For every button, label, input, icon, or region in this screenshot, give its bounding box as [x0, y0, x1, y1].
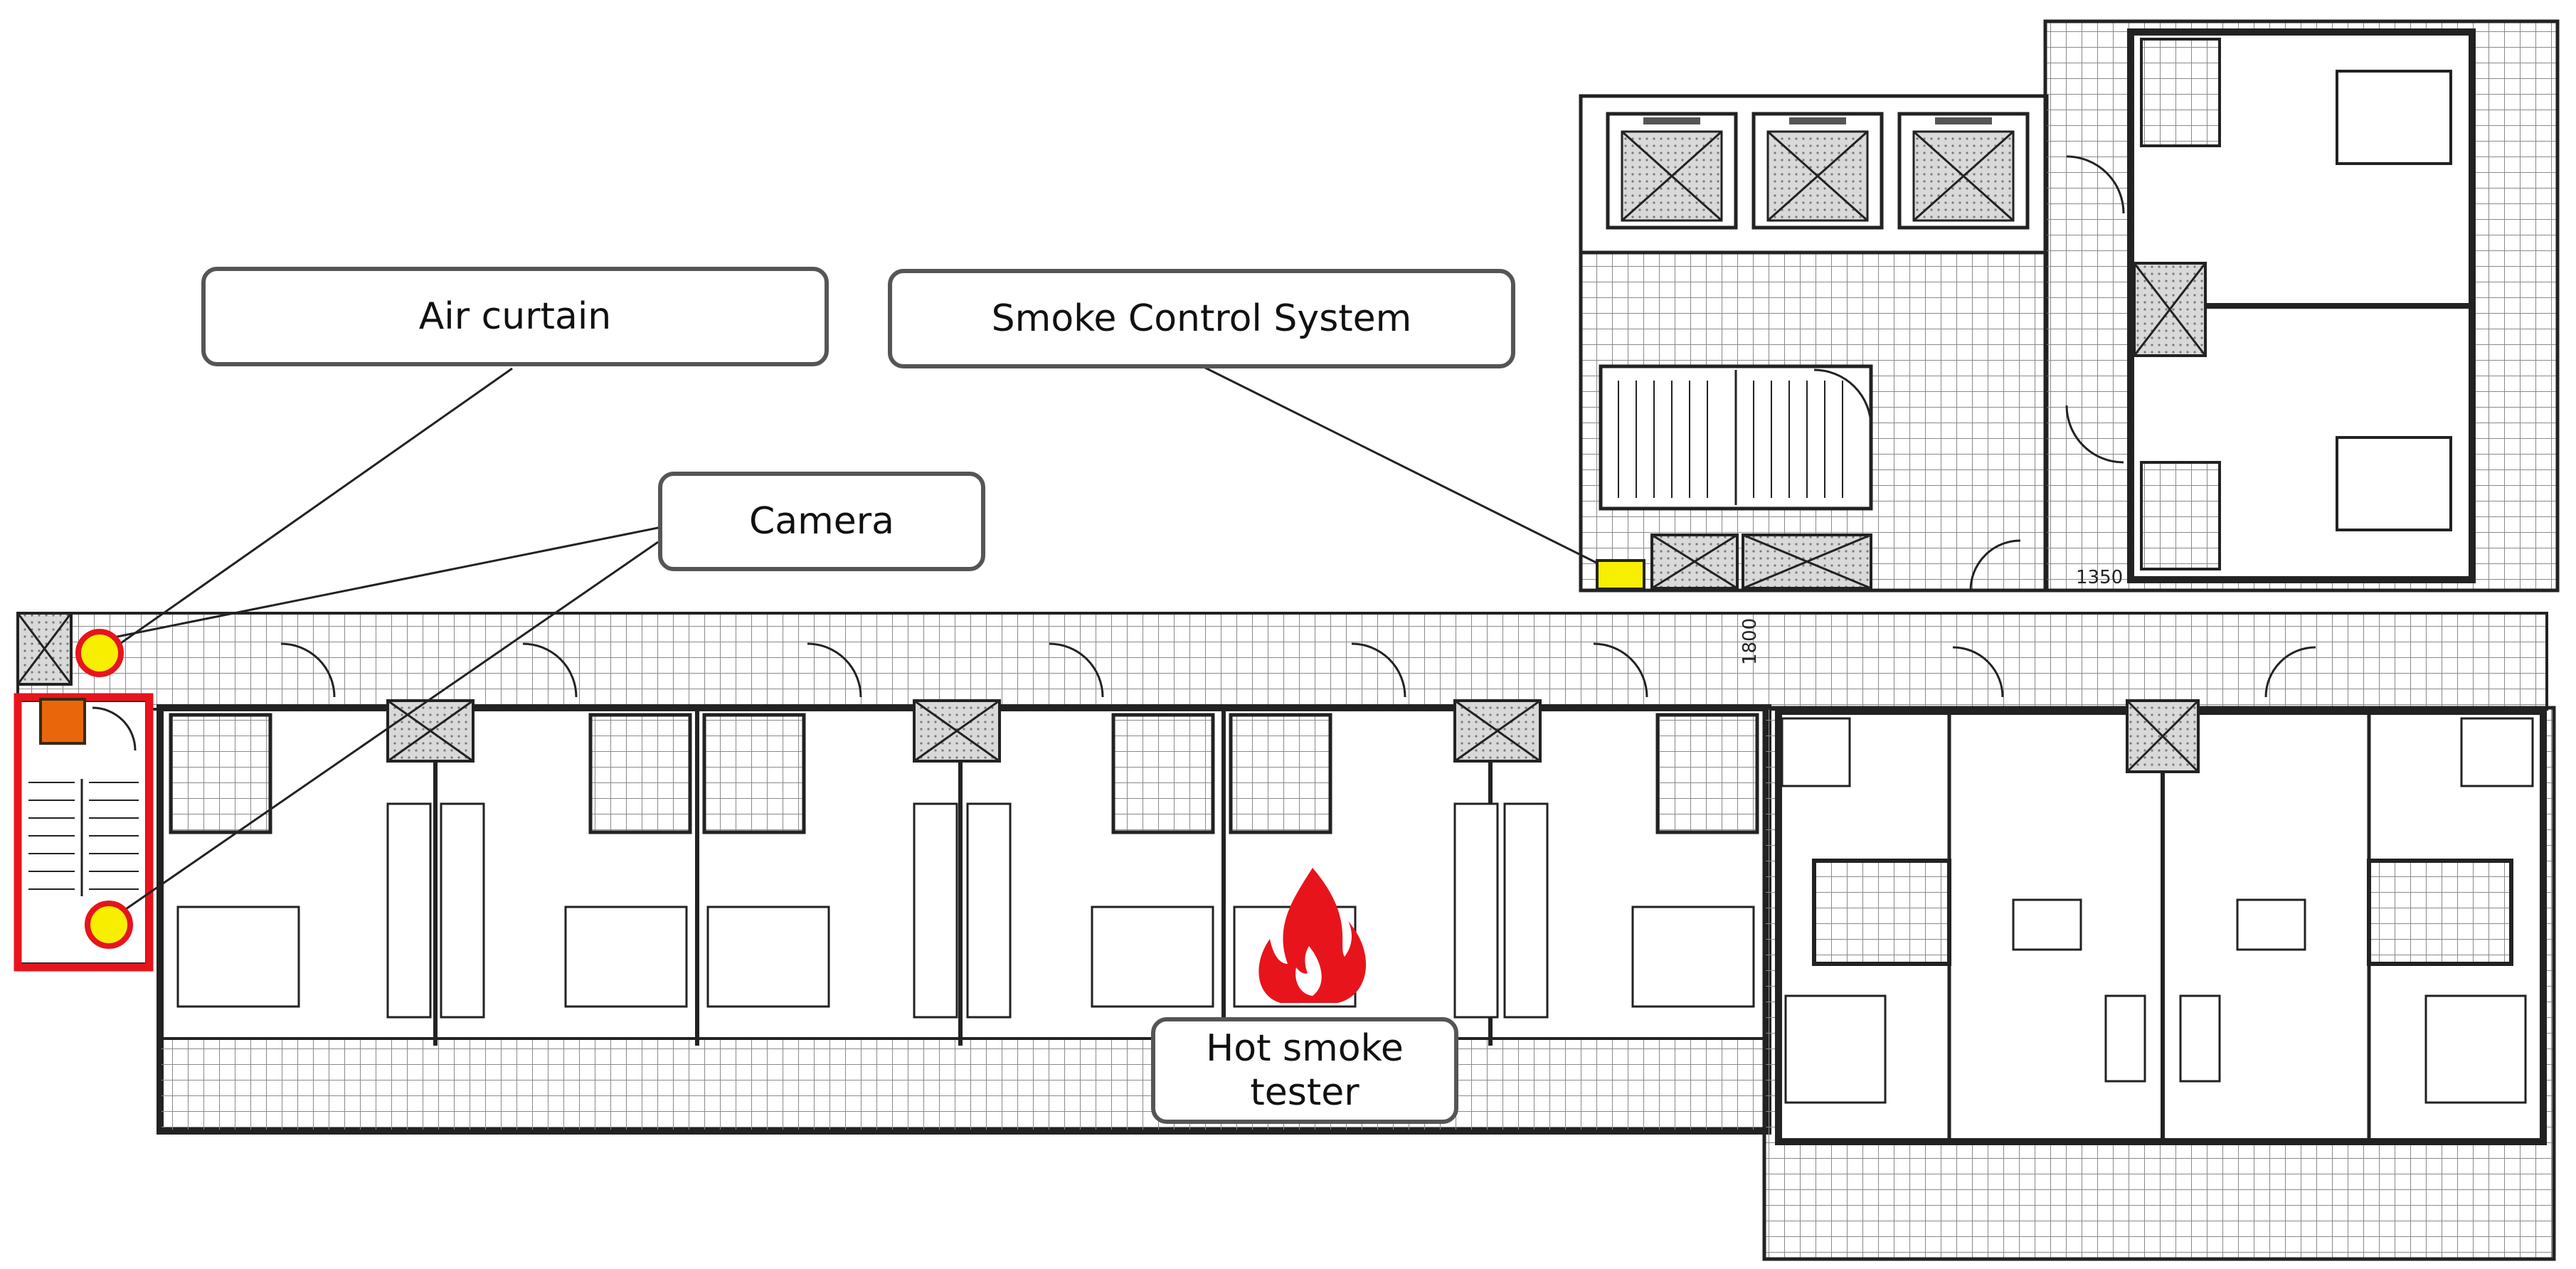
smoke-control-marker — [1596, 559, 1645, 590]
smoke-control-label: Smoke Control System — [991, 297, 1412, 340]
lift-shaft — [1897, 112, 2030, 230]
corridor — [16, 612, 2548, 711]
south-east-apartments — [1762, 646, 2556, 1261]
camera-marker — [75, 629, 124, 677]
dimension-1800: 1800 — [1739, 618, 1761, 665]
studio-units-row — [157, 642, 1771, 1135]
lift-and-stair-core — [1579, 94, 2049, 593]
north-east-rooms — [2043, 19, 2560, 593]
hot-smoke-tester-label-line1: Hot smoke — [1206, 1026, 1404, 1070]
stair-core — [1599, 364, 1873, 511]
air-curtain-marker — [39, 698, 86, 745]
air-curtain-callout: Air curtain — [201, 267, 829, 366]
smoke-control-callout: Smoke Control System — [888, 269, 1515, 368]
lift-shaft — [1751, 112, 1884, 230]
fire-icon — [1258, 868, 1367, 1003]
dimension-1350: 1350 — [2076, 567, 2123, 588]
leader-lines — [99, 365, 1614, 926]
stair-highlight-box — [14, 693, 154, 972]
camera-label: Camera — [748, 499, 895, 543]
camera-marker — [85, 901, 133, 949]
hot-smoke-tester-callout: Hot smoke tester — [1151, 1017, 1458, 1124]
air-curtain-label: Air curtain — [418, 294, 612, 338]
lift-shaft — [1606, 112, 1738, 230]
hot-smoke-tester-label-line2: tester — [1250, 1071, 1359, 1114]
camera-callout: Camera — [658, 472, 985, 571]
